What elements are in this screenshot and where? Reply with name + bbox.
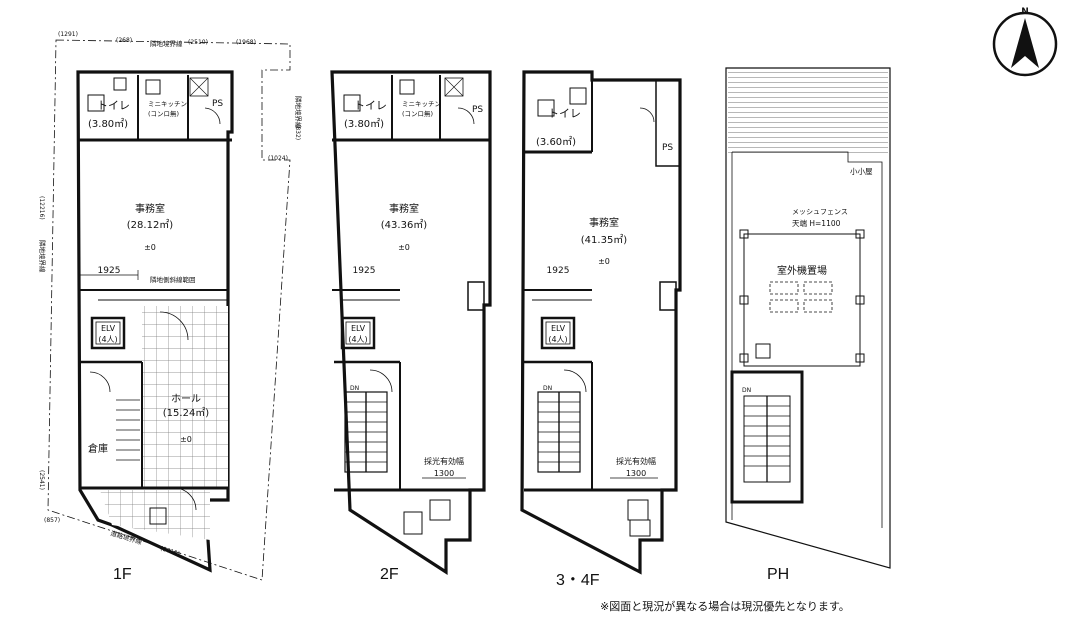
1f-dim-left: (12216) bbox=[38, 196, 45, 220]
north-label: N bbox=[1021, 7, 1029, 17]
label-1f: 1F bbox=[113, 566, 132, 583]
2f-opening-label: 採光有効幅 bbox=[424, 456, 464, 466]
34f-office-label: 事務室 bbox=[589, 216, 619, 229]
34f-elv-cap: (4人) bbox=[548, 335, 567, 344]
1f-boundary-top: 隣地境界線 bbox=[150, 39, 183, 48]
1f-level: ±0 bbox=[144, 243, 156, 252]
34f-dn-label: DN bbox=[543, 385, 552, 392]
1f-dim-top-3: (2510) bbox=[188, 39, 208, 46]
1f-kitchen-sub: (コンロ無) bbox=[148, 109, 179, 118]
1f-dim-right-1: (832) bbox=[294, 124, 301, 140]
1f-dim-1925: 1925 bbox=[98, 266, 121, 276]
1f-dim-top-right: (1968) bbox=[236, 39, 256, 46]
1f-hall-level: ±0 bbox=[180, 435, 192, 444]
1f-boundary-right: 隣地境界線 bbox=[294, 96, 303, 129]
34f-dim-1925: 1925 bbox=[547, 266, 570, 276]
floor-34f-plan: トイレ (3.60㎡) PS 事務室 (41.35㎡) ±0 1925 ELV … bbox=[520, 70, 682, 575]
floor-ph-plan: 小小屋 メッシュフェンス 天端 H=1100 室外機置場 DN bbox=[725, 67, 891, 569]
floor-1f-plan: トイレ (3.80㎡) ミニキッチン (コンロ無) PS 事務室 (28.12㎡… bbox=[38, 31, 303, 581]
2f-toilet-area: (3.80㎡) bbox=[344, 118, 384, 130]
2f-office-area: (43.36㎡) bbox=[381, 219, 428, 231]
2f-kitchen-label: ミニキッチン bbox=[402, 100, 441, 108]
1f-dim-top-2: (268) bbox=[116, 37, 132, 44]
ph-fence-height: 天端 H=1100 bbox=[792, 218, 841, 228]
2f-elv-label: ELV bbox=[351, 324, 366, 333]
2f-ps-label: PS bbox=[472, 105, 483, 115]
2f-opening-dim: 1300 bbox=[434, 469, 454, 478]
1f-office-label: 事務室 bbox=[135, 202, 165, 215]
34f-ps-label: PS bbox=[662, 143, 673, 153]
34f-opening-dim: 1300 bbox=[626, 469, 646, 478]
1f-kitchen-label: ミニキッチン bbox=[148, 100, 187, 108]
1f-dim-top-left: (1291) bbox=[58, 31, 78, 38]
label-ph: PH bbox=[767, 566, 790, 583]
1f-storage-label: 倉庫 bbox=[88, 442, 108, 455]
1f-hall-area: (15.24㎡) bbox=[163, 407, 210, 419]
34f-toilet-label: トイレ bbox=[548, 107, 581, 120]
34f-office-area: (41.35㎡) bbox=[581, 234, 628, 246]
ph-dn-label: DN bbox=[742, 387, 751, 394]
1f-dim-left-low: (2541) bbox=[38, 470, 45, 490]
34f-level: ±0 bbox=[598, 257, 610, 266]
north-arrow-icon: N bbox=[992, 7, 1058, 77]
1f-elv-label: ELV bbox=[101, 324, 116, 333]
1f-dim-bottom-left: (857) bbox=[44, 517, 60, 524]
label-2f: 2F bbox=[380, 566, 399, 583]
1f-ps-label: PS bbox=[212, 99, 223, 109]
1f-office-area: (28.12㎡) bbox=[127, 219, 174, 231]
2f-dn-label: DN bbox=[350, 385, 359, 392]
1f-dim-bottom: (8011) bbox=[159, 545, 180, 558]
1f-toilet-area: (3.80㎡) bbox=[88, 118, 128, 130]
1f-boundary-left: 隣地境界線 bbox=[38, 240, 47, 273]
34f-opening-label: 採光有効幅 bbox=[616, 456, 656, 466]
ph-fence-label: メッシュフェンス bbox=[792, 208, 848, 216]
footnote: ※図面と現況が異なる場合は現況優先となります。 bbox=[600, 600, 850, 613]
ph-hatch-label: 小小屋 bbox=[850, 167, 873, 176]
2f-kitchen-sub: (コンロ無) bbox=[402, 109, 433, 118]
label-34f: 3・4F bbox=[556, 572, 600, 589]
2f-office-label: 事務室 bbox=[389, 202, 419, 215]
1f-dim-right-2: (1024) bbox=[268, 155, 288, 162]
1f-elv-cap: (4人) bbox=[98, 335, 117, 344]
2f-level: ±0 bbox=[398, 243, 410, 252]
1f-elevator-note: 隣地側斜線範囲 bbox=[150, 275, 196, 284]
floor-2f-plan: トイレ (3.80㎡) ミニキッチン (コンロ無) PS 事務室 (43.36㎡… bbox=[330, 70, 492, 575]
1f-toilet-label: トイレ bbox=[97, 99, 130, 112]
2f-toilet-label: トイレ bbox=[354, 99, 387, 112]
34f-elv-label: ELV bbox=[551, 324, 566, 333]
ph-equipment-label: 室外機置場 bbox=[777, 264, 827, 277]
2f-dim-1925: 1925 bbox=[353, 266, 376, 276]
34f-toilet-area: (3.60㎡) bbox=[536, 136, 576, 148]
2f-elv-cap: (4人) bbox=[348, 335, 367, 344]
1f-hall-label: ホール bbox=[171, 393, 201, 405]
